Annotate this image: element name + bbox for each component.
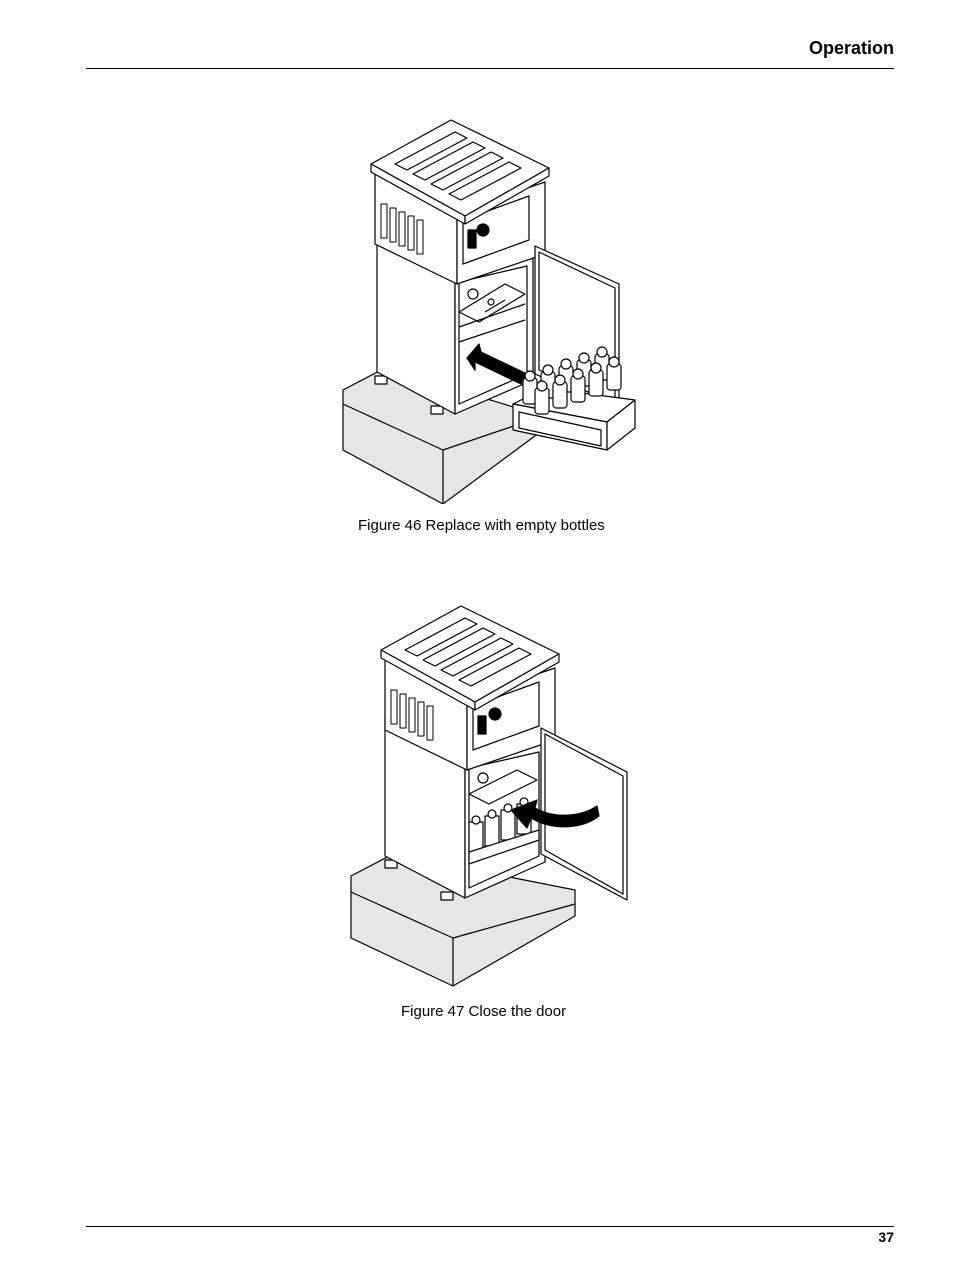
- figure-47-caption: Figure 47 Close the door: [401, 1003, 567, 1020]
- header-rule: [86, 68, 894, 69]
- page-number: 37: [878, 1229, 894, 1245]
- figure-46-caption: Figure 46 Replace with empty bottles: [358, 517, 605, 534]
- figure-46-illustration: [335, 112, 645, 504]
- section-title: Operation: [808, 38, 894, 58]
- footer-rule: [86, 1226, 894, 1227]
- figure-47-illustration: [345, 598, 635, 990]
